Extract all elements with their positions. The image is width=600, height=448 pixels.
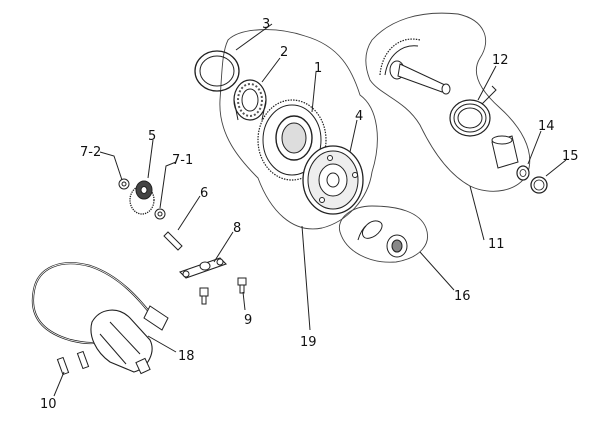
spring-clip-part-16 bbox=[357, 220, 408, 258]
label-part-3: 3 bbox=[262, 17, 270, 32]
washer-part-7-1 bbox=[154, 208, 166, 220]
needle-bearing-part-2 bbox=[233, 79, 267, 121]
kick-spring-part-12 bbox=[449, 85, 497, 137]
label-part-7-2: 7-2 bbox=[80, 145, 101, 160]
washer-part-7-2 bbox=[118, 178, 130, 190]
bolt-right-9 bbox=[237, 277, 247, 294]
label-part-12: 12 bbox=[492, 53, 509, 68]
kick-shaft-assembly bbox=[379, 38, 451, 95]
bolts-part-10 bbox=[56, 350, 90, 376]
label-part-14: 14 bbox=[538, 119, 555, 134]
o-ring-part-3 bbox=[194, 50, 240, 92]
starter-clutch-part-4 bbox=[302, 145, 364, 215]
bolt-left-9 bbox=[199, 287, 209, 305]
idle-gear-part-5 bbox=[129, 180, 155, 215]
callout-labels: 3 2 1 4 5 7-2 7-1 6 8 9 10 18 19 11 12 1… bbox=[40, 17, 579, 412]
bushing bbox=[491, 135, 519, 169]
label-part-19: 19 bbox=[300, 335, 317, 350]
label-part-18: 18 bbox=[178, 349, 195, 364]
label-part-6: 6 bbox=[200, 186, 208, 201]
label-part-1: 1 bbox=[314, 61, 322, 76]
leader-lines bbox=[53, 23, 567, 397]
shaft-part-6 bbox=[163, 231, 183, 251]
label-part-10: 10 bbox=[40, 397, 57, 412]
label-part-2: 2 bbox=[280, 45, 288, 60]
label-part-8: 8 bbox=[233, 221, 241, 236]
label-part-16: 16 bbox=[454, 289, 471, 304]
label-part-5: 5 bbox=[148, 129, 156, 144]
circlip-part-15 bbox=[530, 176, 548, 194]
bracket-part-8 bbox=[178, 257, 228, 279]
washer-part-14 bbox=[516, 165, 530, 181]
label-part-7-1: 7-1 bbox=[172, 153, 193, 168]
starter-gear-part-1 bbox=[257, 99, 327, 181]
starter-motor-part-18 bbox=[31, 262, 169, 375]
group-outline-16 bbox=[338, 205, 428, 263]
group-outline-19 bbox=[219, 29, 378, 230]
label-part-4: 4 bbox=[355, 109, 363, 124]
label-part-9: 9 bbox=[244, 313, 252, 328]
label-part-11: 11 bbox=[488, 237, 505, 252]
label-part-15: 15 bbox=[562, 149, 579, 164]
